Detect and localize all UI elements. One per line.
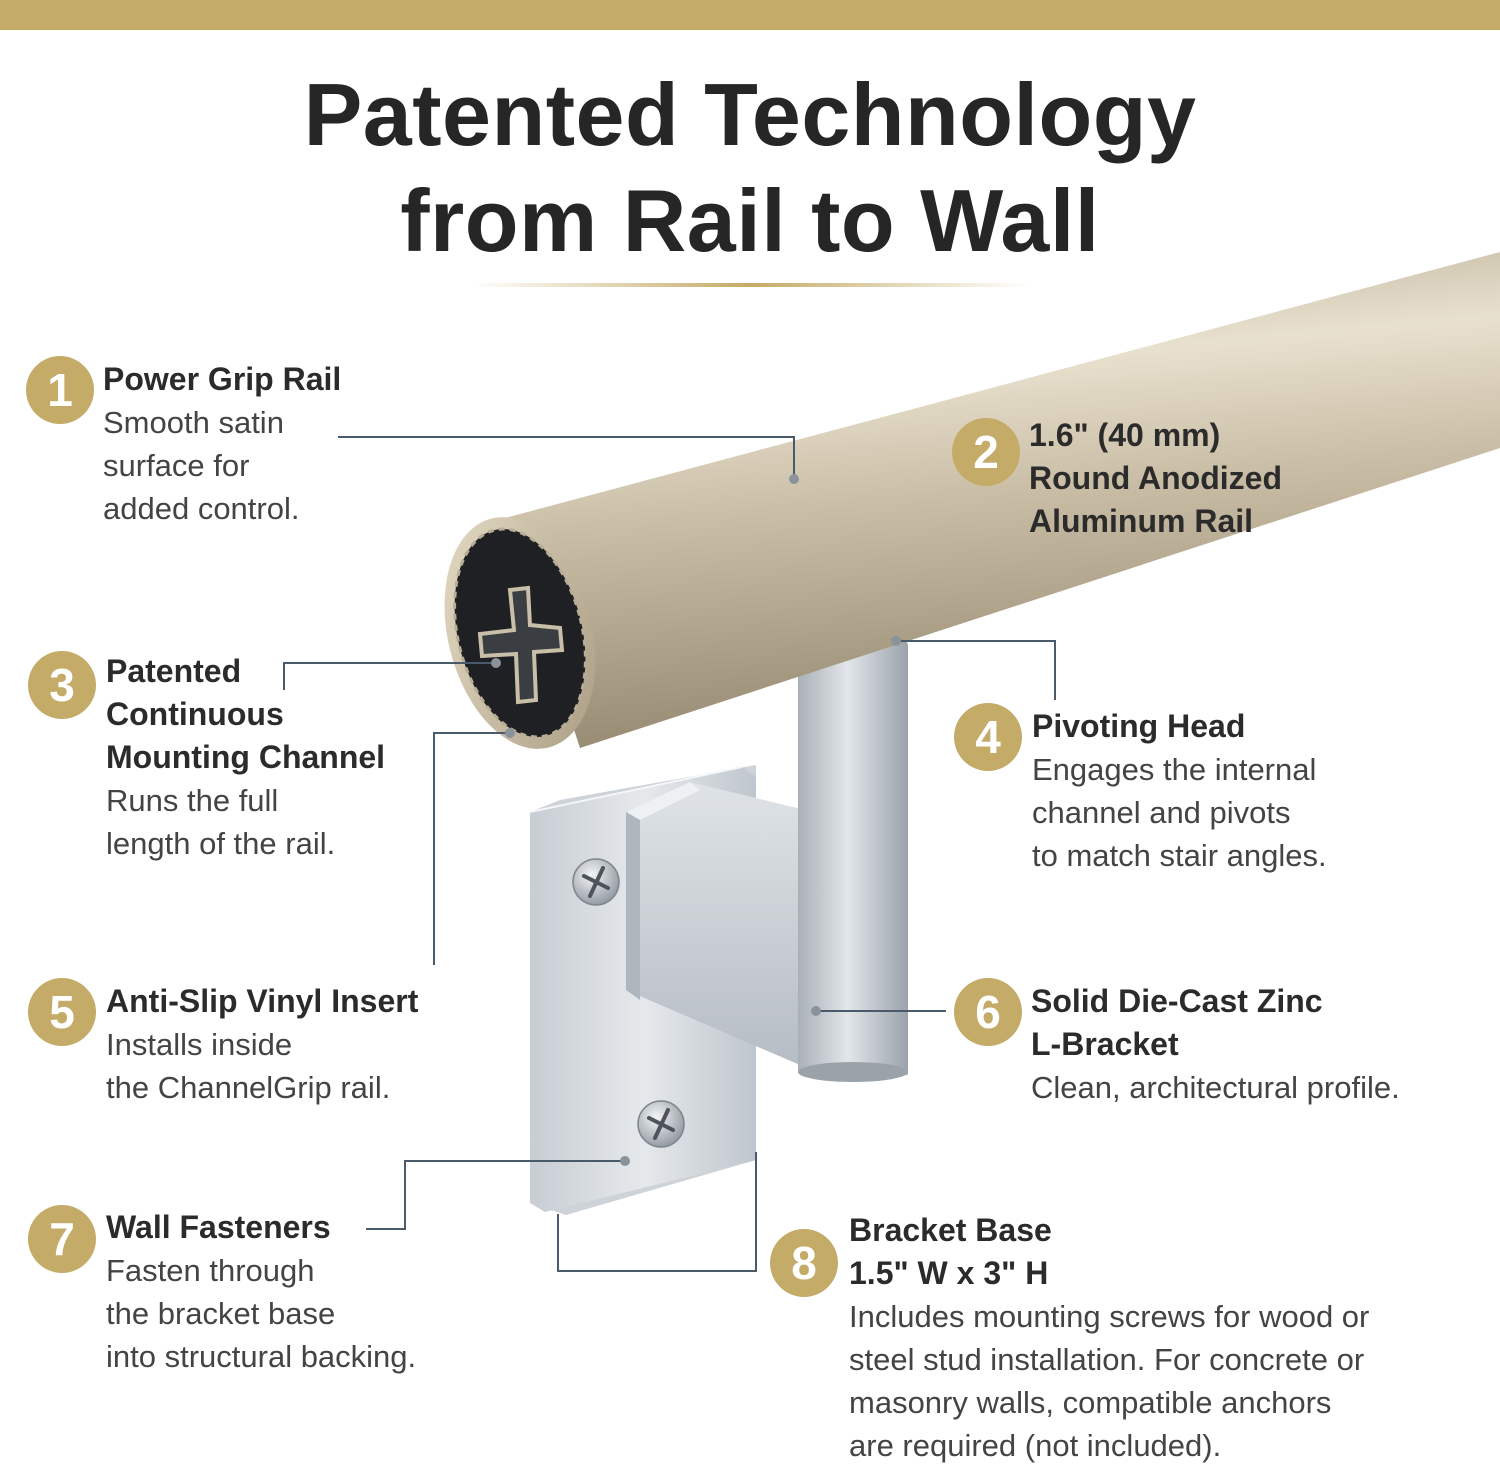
badge-8: 8 [770,1229,838,1297]
badge-4: 4 [954,703,1022,771]
callout-4-title: Pivoting Head [1032,708,1246,744]
callout-7-description: Fasten through the bracket base into str… [106,1253,417,1374]
callout-1-description: Smooth satin surface for added control. [103,405,300,526]
leader-lines [283,436,1056,1272]
badge-7: 7 [28,1205,96,1273]
callout-5-description: Installs inside the ChannelGrip rail. [106,1027,391,1105]
pivoting-head-post [798,640,908,1082]
callout-5-title: Anti-Slip Vinyl Insert [106,983,419,1019]
headline: Patented Technology from Rail to Wall [0,62,1500,274]
callout-2-title: 1.6" (40 mm) Round Anodized Aluminum Rai… [1029,417,1282,539]
callout-8-description: Includes mounting screws for wood or ste… [849,1299,1370,1463]
badge-1: 1 [26,356,94,424]
callout-8-title: Bracket Base 1.5" W x 3" H [849,1212,1052,1291]
headline-divider [470,283,1030,287]
callout-6-title: Solid Die-Cast Zinc L-Bracket [1031,983,1323,1062]
top-accent-bar [0,0,1500,30]
headline-line-1: Patented Technology [303,65,1197,164]
callout-3-title: Patented Continuous Mounting Channel [106,653,386,775]
badge-2: 2 [952,418,1020,486]
leader-dots [491,474,901,1166]
callout-3-description: Runs the full length of the rail. [106,783,336,861]
callout-4-description: Engages the internal channel and pivots … [1032,752,1327,873]
badge-3: 3 [28,651,96,719]
callout-1-title: Power Grip Rail [103,361,342,397]
callout-7-title: Wall Fasteners [106,1209,331,1245]
wall-fastener-screw-top [572,858,620,906]
callout-6-description: Clean, architectural profile. [1031,1070,1400,1105]
round-aluminum-rail [444,252,1500,749]
badge-6: 6 [954,978,1022,1046]
badge-5: 5 [28,978,96,1046]
headline-line-2: from Rail to Wall [400,171,1100,270]
wall-fastener-screw-bottom [637,1100,685,1148]
